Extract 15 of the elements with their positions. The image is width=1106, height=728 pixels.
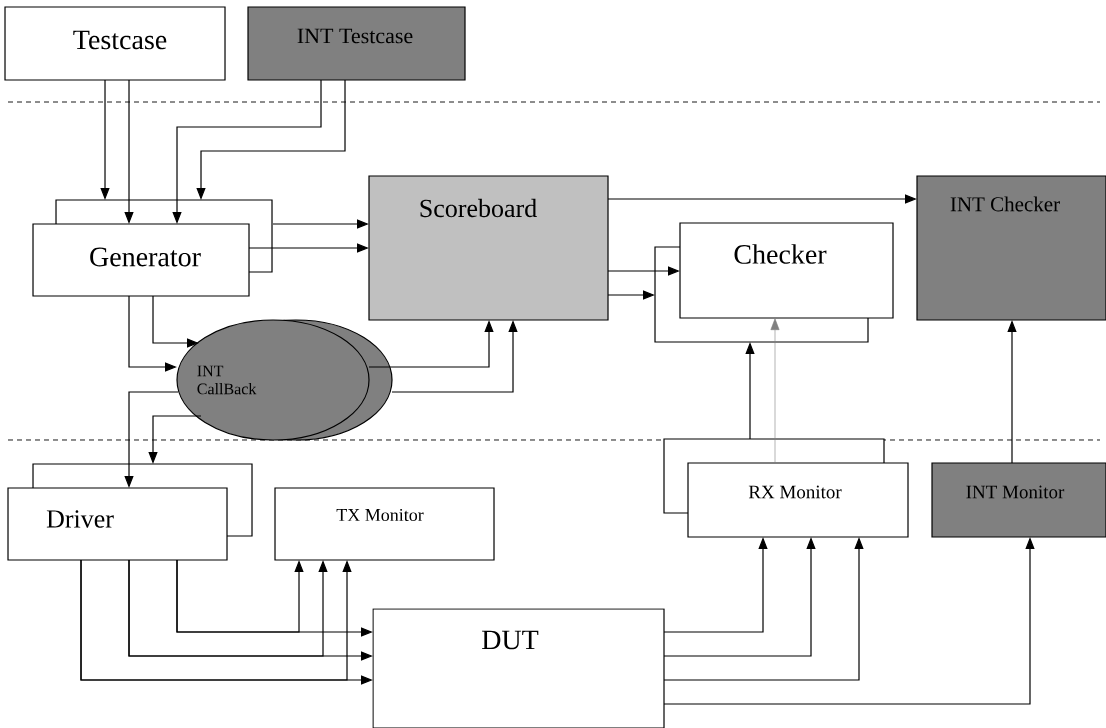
process-box: TX Monitor [274, 487, 495, 561]
process-box: Generator [32, 199, 273, 297]
process-box: INT Checker [916, 175, 1106, 321]
process-box: INT Testcase [247, 6, 466, 81]
arrow [128, 559, 328, 657]
process-box: Testcase [4, 6, 226, 81]
process-box: Checker [654, 222, 894, 343]
process-box: RX Monitor [663, 438, 909, 538]
process-box: Scoreboard [368, 175, 609, 321]
ellipse-node: INT CallBack [176, 319, 393, 441]
arrow [770, 318, 780, 464]
process-box: Driver [7, 463, 253, 561]
process-box: INT Monitor [931, 462, 1106, 538]
process-box: DUT [372, 608, 665, 728]
arrow [176, 559, 304, 633]
